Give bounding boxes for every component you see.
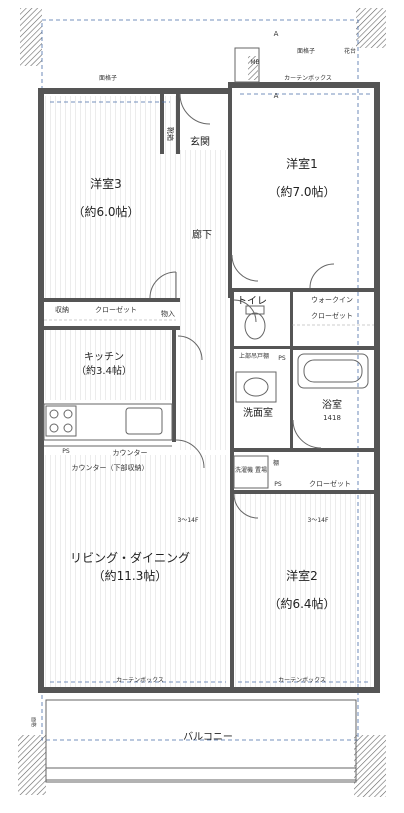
- laundry-pan-label: 洗濯機 置場: [235, 466, 267, 474]
- shoe-cupboard-name: 靴箱: [166, 127, 175, 141]
- mb-label: MB: [250, 59, 259, 66]
- ps-label-2: PS: [278, 355, 286, 362]
- floor-ldk: [44, 455, 234, 687]
- kitchen-counter: [43, 403, 173, 441]
- flower-bed-label: 花台: [344, 47, 356, 55]
- balcony-area: [45, 699, 357, 783]
- section-a-bottom: A: [274, 92, 279, 100]
- floor-kitchen: [44, 330, 174, 400]
- toilet-name: トイレ: [237, 296, 267, 307]
- balcony-name: バルコニー: [183, 731, 233, 743]
- lattice-right-label: 面格子: [297, 47, 315, 55]
- room3-size: （約6.0帖）: [72, 204, 139, 219]
- bathroom-size: 1418: [323, 414, 341, 422]
- ps-label-1: PS: [62, 448, 70, 455]
- door-ldk: [175, 439, 205, 469]
- wall-toilet-left: [230, 290, 234, 490]
- storeroom-label: 物入: [161, 309, 175, 318]
- toilet-fixture: [244, 312, 266, 340]
- wall-left: [38, 88, 44, 692]
- wall-entrance-left: [160, 94, 164, 154]
- door-toilet: [233, 299, 257, 323]
- stove: [45, 405, 77, 437]
- ldk-size: （約11.3帖）: [93, 568, 168, 583]
- storage-label: 収納: [55, 305, 69, 314]
- wall-wash-bottom: [230, 448, 374, 452]
- kitchen-name: キッチン: [84, 351, 124, 363]
- door-room1: [231, 254, 259, 282]
- door-room3: [149, 271, 177, 299]
- wic-line1: ウォークイン: [311, 296, 353, 304]
- door-entrance: [179, 93, 211, 125]
- column-top-right: [356, 8, 386, 48]
- floor-hall: [178, 150, 230, 300]
- counter-lower-label: カウンター（下部収納）: [72, 463, 149, 472]
- wall-wic-left: [290, 290, 293, 350]
- wall-closet-bottom: [44, 326, 180, 330]
- ceiling-right-label: 3～14F: [308, 517, 329, 524]
- column-bottom-right: [354, 735, 386, 797]
- lattice-top-label: 面格子: [99, 74, 117, 82]
- room2-size: （約6.4帖）: [268, 596, 335, 611]
- door-bath: [292, 419, 322, 449]
- wall-bath-left: [290, 346, 293, 450]
- upper-cabinet-label: 上部吊戸棚: [239, 352, 269, 360]
- ps-box-top: [248, 56, 258, 80]
- column-bottom-left: [18, 735, 46, 795]
- section-a-top: A: [274, 30, 279, 38]
- ceiling-left-label: 3～14F: [178, 517, 199, 524]
- wall-ldk-room2: [230, 494, 234, 687]
- bathroom-name: 浴室: [322, 398, 342, 411]
- curtain-box-top-label: カーテンボックス: [284, 74, 332, 82]
- wall-room1-bottom: [230, 288, 374, 292]
- wall-kitchen-right: [172, 330, 176, 442]
- wall-right: [374, 82, 380, 692]
- curtain-box-right-label: カーテンボックス: [278, 676, 326, 684]
- floor-room3: [44, 96, 178, 300]
- column-top-left: [20, 8, 42, 66]
- curtain-box-left-label: カーテンボックス: [116, 676, 164, 684]
- closet-room2-label: クローゼット: [309, 479, 351, 488]
- shelf-label: 棚: [273, 459, 279, 467]
- room1-size: （約7.0帖）: [268, 184, 335, 199]
- door-wash: [177, 335, 203, 361]
- wic-line2: クローゼット: [311, 311, 353, 320]
- mb-box: [234, 47, 260, 83]
- room1-name: 洋室1: [286, 156, 318, 171]
- floor-entrance-hall: [178, 300, 230, 450]
- wall-toilet-bottom: [230, 346, 290, 349]
- wall-bath-top: [290, 346, 374, 350]
- wall-top: [40, 88, 230, 94]
- wall-room3-right: [176, 94, 180, 154]
- hallway-name: 廊下: [192, 228, 212, 241]
- room2-name: 洋室2: [286, 568, 318, 583]
- entrance-name: 玄関: [190, 135, 210, 148]
- door-room2: [233, 493, 259, 519]
- sink: [125, 407, 163, 435]
- wall-room3-bottom: [44, 298, 180, 302]
- wall-closet2-bottom: [230, 490, 374, 494]
- door-wic: [309, 263, 335, 289]
- ps-label-3: PS: [274, 481, 282, 488]
- closet-kitchen-label: クローゼット: [95, 305, 137, 314]
- laundry-pan: [233, 455, 269, 489]
- wall-entrance-right: [228, 88, 232, 298]
- bathtub: [297, 353, 369, 389]
- floor-room2: [234, 490, 374, 687]
- room3-name: 洋室3: [90, 176, 122, 191]
- counter-label: カウンター: [113, 448, 148, 457]
- washroom-name: 洗面室: [243, 406, 273, 419]
- kitchen-size: （約3.4帖）: [76, 364, 132, 377]
- wall-bottom: [38, 687, 380, 693]
- sash-label: 面格: [30, 717, 37, 727]
- ldk-name: リビング・ダイニング: [70, 550, 190, 565]
- wall-top-right: [228, 82, 378, 88]
- washbasin: [235, 371, 277, 403]
